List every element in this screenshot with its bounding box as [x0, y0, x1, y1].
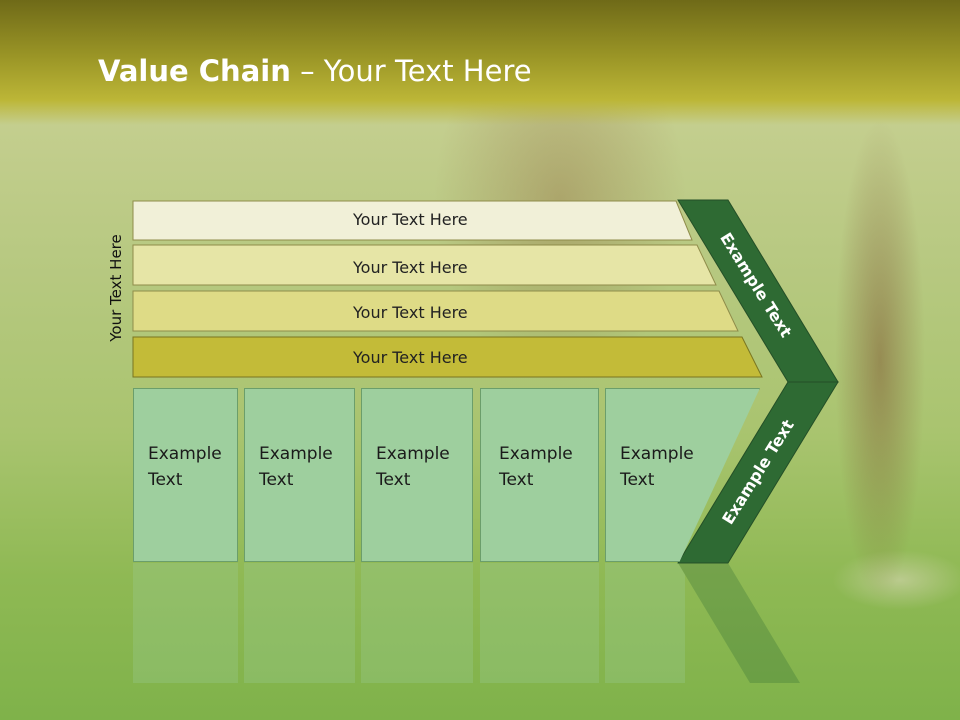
row-label-3: Your Text Here: [353, 303, 468, 322]
row-bar-3[interactable]: [132, 290, 739, 332]
row-label-1: Your Text Here: [353, 210, 468, 229]
row-label-2: Your Text Here: [353, 258, 468, 277]
column-3-line2: Text: [376, 470, 411, 490]
column-2-line2: Text: [259, 470, 294, 490]
row-bar-2[interactable]: [132, 244, 717, 286]
column-2-line1: Example: [259, 444, 333, 464]
chevron-lower[interactable]: [677, 381, 839, 564]
title-band: [0, 0, 960, 125]
row-label-4: Your Text Here: [353, 348, 468, 367]
column-5-line1: Example: [620, 444, 694, 464]
column-3-line1: Example: [376, 444, 450, 464]
reflection: [0, 563, 960, 720]
column-5-line2: Text: [620, 470, 655, 490]
column-1-line1: Example: [148, 444, 222, 464]
column-4-line2: Text: [499, 470, 534, 490]
slide-title: Value Chain – Your Text Here: [98, 54, 532, 88]
title-rest: – Your Text Here: [290, 54, 532, 88]
column-1-line2: Text: [148, 470, 183, 490]
row-bar-4[interactable]: [132, 336, 763, 378]
column-4-line1: Example: [499, 444, 573, 464]
row-bar-1[interactable]: [132, 200, 693, 241]
title-bold: Value Chain: [98, 54, 291, 88]
